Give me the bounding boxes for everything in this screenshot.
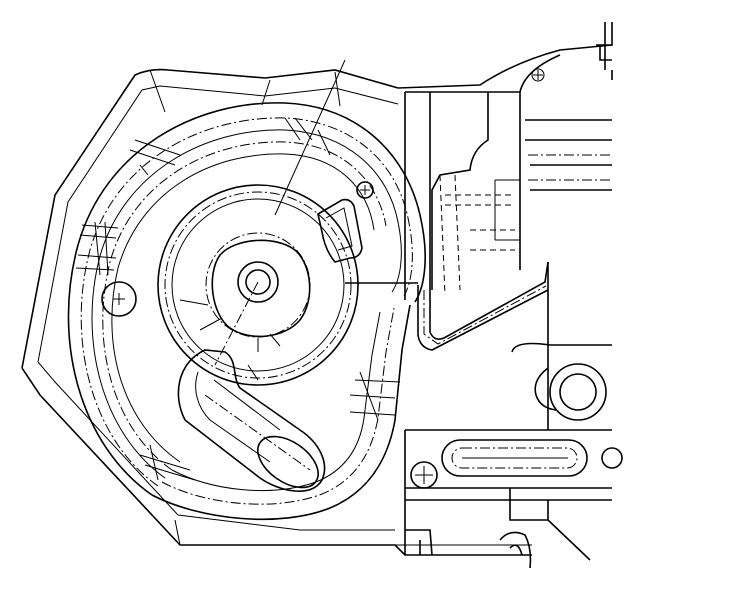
panel-screw-right <box>601 447 623 469</box>
scroll-lower-duct-centerline <box>161 307 395 505</box>
fan-hub-body <box>211 239 311 338</box>
scroll-lower-duct <box>151 304 411 521</box>
elbow-duct-outer <box>177 349 326 492</box>
right-housing-hidden-lines <box>439 174 515 296</box>
panel-screw-left <box>410 461 438 489</box>
right-housing-frame <box>404 91 521 300</box>
slot-centerline <box>451 447 578 469</box>
pivot-boss-outer <box>549 363 607 421</box>
elbow-duct-inner <box>195 364 281 463</box>
mounting-screw-left <box>101 281 137 317</box>
bottom-flange <box>405 488 591 561</box>
upper-right-duct-centerline <box>528 154 612 181</box>
outer-case-outline <box>21 44 613 556</box>
case-top-ridge <box>149 69 341 113</box>
panel-screw-left-cross <box>415 466 433 484</box>
upper-screw-cross <box>533 70 543 80</box>
right-pivot-mount <box>511 262 612 430</box>
fan-blade-lines <box>179 299 281 352</box>
outlet-channel-centerline <box>423 285 547 345</box>
mounting-screw-left-cross <box>113 293 125 305</box>
fan-wheel-inner <box>171 198 345 372</box>
fan-wheel-centerline <box>164 191 352 379</box>
lower-panel <box>404 429 612 555</box>
elbow-duct-outlet <box>257 435 319 489</box>
pivot-boss-inner <box>559 373 597 411</box>
upper-screw <box>531 68 545 82</box>
upper-right-bracket <box>596 22 613 80</box>
scroll-wall-inner-2 <box>111 153 375 463</box>
fan-wheel-outer <box>157 184 359 386</box>
scroll-outer-wall <box>67 102 426 496</box>
scroll-wall-inner-1 <box>91 129 402 479</box>
damper-flap-inner <box>325 207 353 251</box>
slot-outer <box>441 439 588 477</box>
seal-clips <box>75 117 401 481</box>
motor-shaft-inner <box>245 269 271 295</box>
fastener-screw-top-cross <box>360 185 370 195</box>
scroll-centerline-outer <box>80 117 413 487</box>
bottom-hook <box>499 531 532 569</box>
bottom-edge-lines <box>174 519 532 546</box>
fastener-screw-top <box>356 181 374 199</box>
outlet-channel <box>417 261 549 351</box>
pivot-hook <box>534 367 557 411</box>
damper-flap <box>317 198 363 263</box>
motor-shaft-outer <box>237 261 279 303</box>
scroll-lower-duct-inner <box>171 311 381 491</box>
right-housing-inner <box>494 179 520 241</box>
scroll-centerline-inner <box>102 141 387 471</box>
elbow-duct-centerline <box>204 394 311 471</box>
outer-case-inner-edge <box>37 85 399 531</box>
hub-centerline-diag <box>214 281 259 366</box>
